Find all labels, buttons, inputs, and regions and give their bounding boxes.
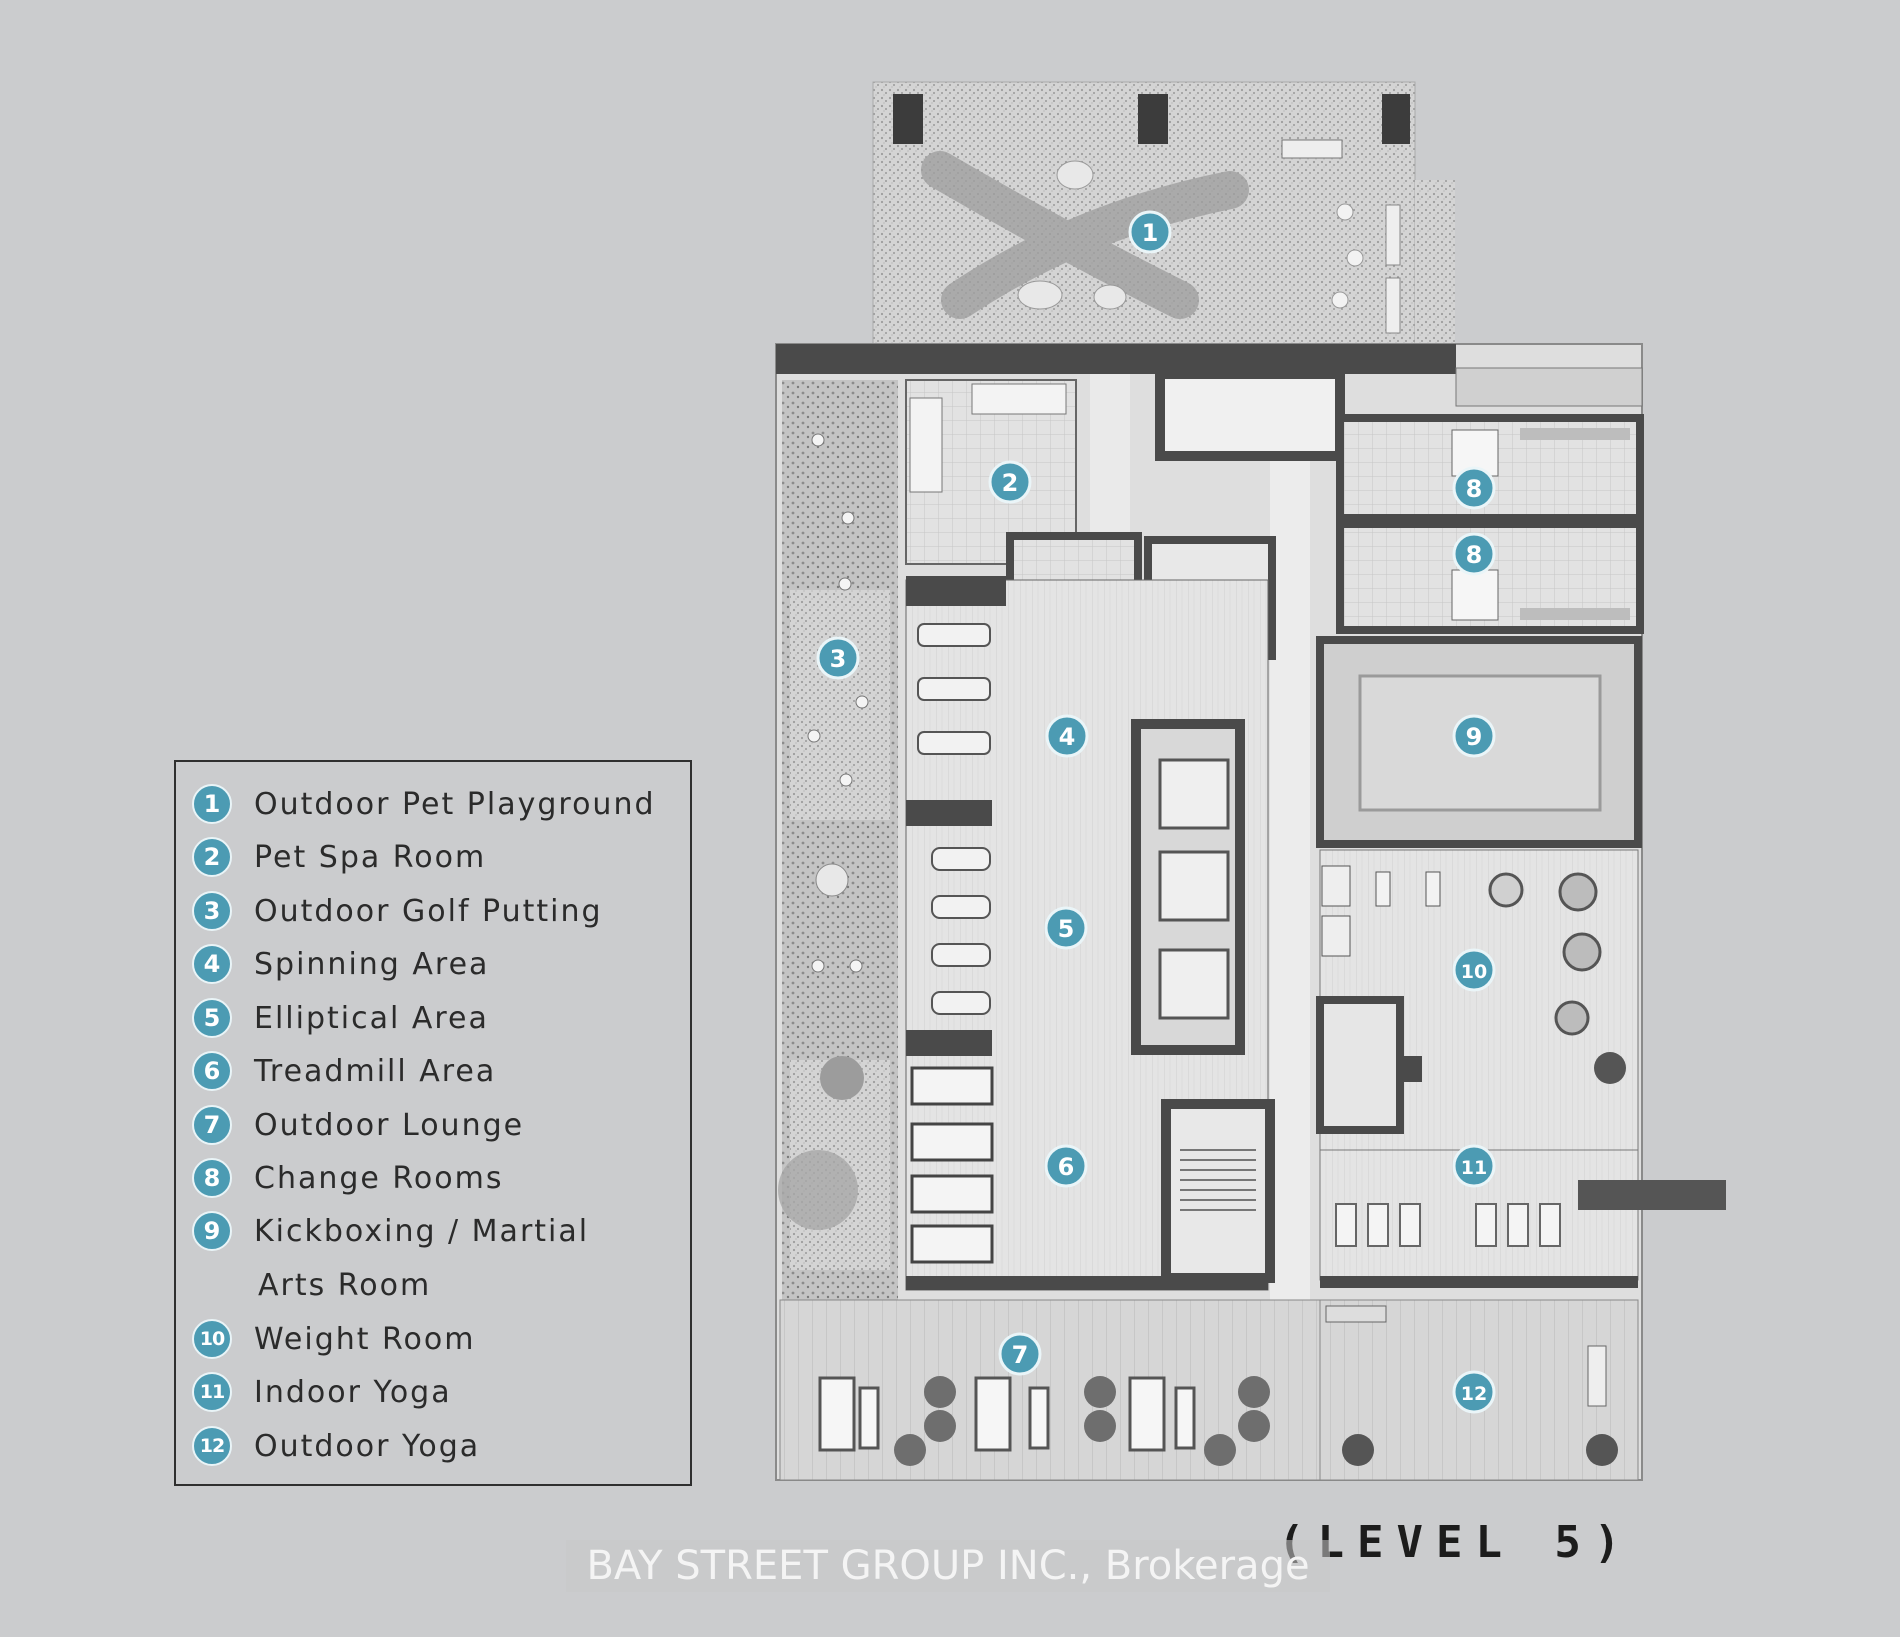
outdoor-pet-playground-area xyxy=(872,81,1455,345)
legend-item-outdoor-pet-playground: 1 Outdoor Pet Playground xyxy=(192,779,656,829)
legend-item-spinning-area: 4 Spinning Area xyxy=(192,939,489,989)
legend-label: Kickboxing / Martial xyxy=(254,1213,590,1249)
plan-marker-11-text: 11 xyxy=(1461,1157,1487,1179)
legend-label-continuation: Arts Room xyxy=(258,1267,432,1303)
legend-number-badge: 9 xyxy=(192,1211,232,1251)
legend-label: Pet Spa Room xyxy=(254,839,487,875)
plan-marker-5: 5 xyxy=(1044,906,1088,950)
plan-marker-2-text: 2 xyxy=(1002,469,1019,497)
brokerage-watermark: BAY STREET GROUP INC., Brokerage xyxy=(566,1540,1330,1592)
plan-marker-4: 4 xyxy=(1045,714,1089,758)
plan-marker-4-text: 4 xyxy=(1059,723,1076,751)
plan-marker-7-text: 7 xyxy=(1012,1341,1029,1369)
legend-item-kickboxing: 9 Kickboxing / Martial xyxy=(192,1206,589,1256)
legend-label: Weight Room xyxy=(254,1321,476,1357)
legend-number-badge: 5 xyxy=(192,998,232,1038)
plan-marker-8b-text: 8 xyxy=(1466,541,1483,569)
plan-marker-9: 9 xyxy=(1452,714,1496,758)
change-rooms xyxy=(1336,414,1644,634)
legend-number-badge: 8 xyxy=(192,1158,232,1198)
plan-marker-6: 6 xyxy=(1044,1144,1088,1188)
plan-marker-7: 7 xyxy=(998,1332,1042,1376)
legend-item-pet-spa-room: 2 Pet Spa Room xyxy=(192,832,486,882)
plan-marker-6-text: 6 xyxy=(1058,1153,1075,1181)
legend-item-weight-room: 10 Weight Room xyxy=(192,1314,475,1364)
legend-box: 1 Outdoor Pet Playground 2 Pet Spa Room … xyxy=(174,760,692,1486)
level-label: (LEVEL 5) xyxy=(1278,1517,1634,1568)
legend-number-badge: 10 xyxy=(192,1319,232,1359)
legend-number-badge: 4 xyxy=(192,944,232,984)
legend-label: Outdoor Lounge xyxy=(254,1107,525,1143)
legend-label: Treadmill Area xyxy=(254,1053,497,1089)
legend-number-badge: 2 xyxy=(192,837,232,877)
outdoor-golf-putting-area xyxy=(778,380,898,1300)
legend-item-treadmill-area: 6 Treadmill Area xyxy=(192,1046,496,1096)
legend-item-outdoor-lounge: 7 Outdoor Lounge xyxy=(192,1100,524,1150)
plan-marker-11: 11 xyxy=(1452,1144,1496,1188)
kickboxing-room xyxy=(1316,636,1642,848)
indoor-yoga-room xyxy=(1319,1149,1726,1288)
plan-marker-10: 10 xyxy=(1452,948,1496,992)
plan-marker-10-text: 10 xyxy=(1461,961,1487,983)
legend-item-elliptical-area: 5 Elliptical Area xyxy=(192,993,489,1043)
legend-label: Spinning Area xyxy=(254,946,490,982)
legend-item-outdoor-yoga: 12 Outdoor Yoga xyxy=(192,1421,480,1471)
spin-bikes xyxy=(917,623,991,755)
legend-label: Elliptical Area xyxy=(254,1000,489,1036)
plan-marker-3-text: 3 xyxy=(830,645,847,673)
legend-number-badge: 7 xyxy=(192,1105,232,1145)
plan-marker-1-text: 1 xyxy=(1142,219,1159,247)
legend-number-badge: 11 xyxy=(192,1372,232,1412)
outdoor-lounge xyxy=(779,1299,1321,1481)
legend-item-change-rooms: 8 Change Rooms xyxy=(192,1153,503,1203)
legend-item-outdoor-golf-putting: 3 Outdoor Golf Putting xyxy=(192,886,603,936)
legend-number-badge: 1 xyxy=(192,784,232,824)
weight-room xyxy=(1316,849,1639,1151)
legend-label: Outdoor Golf Putting xyxy=(254,893,603,929)
legend-label: Outdoor Yoga xyxy=(254,1428,481,1464)
plan-marker-5-text: 5 xyxy=(1058,915,1075,943)
legend-number-badge: 3 xyxy=(192,891,232,931)
plan-marker-9-text: 9 xyxy=(1466,723,1483,751)
legend-number-badge: 12 xyxy=(192,1426,232,1466)
plan-marker-8a: 8 xyxy=(1452,466,1496,510)
plan-marker-2: 2 xyxy=(988,460,1032,504)
legend-item-indoor-yoga: 11 Indoor Yoga xyxy=(192,1367,452,1417)
plan-marker-12: 12 xyxy=(1452,1370,1496,1414)
plan-marker-8a-text: 8 xyxy=(1466,475,1483,503)
legend-label: Indoor Yoga xyxy=(254,1374,452,1410)
legend-number-badge: 6 xyxy=(192,1051,232,1091)
plan-marker-3: 3 xyxy=(816,636,860,680)
ellipticals xyxy=(931,847,991,1015)
treadmills xyxy=(910,1066,994,1264)
plan-marker-1: 1 xyxy=(1128,210,1172,254)
legend-label: Change Rooms xyxy=(254,1160,504,1196)
plan-marker-8b: 8 xyxy=(1452,532,1496,576)
elevator-core xyxy=(1131,719,1275,1283)
plan-marker-12-text: 12 xyxy=(1461,1383,1487,1405)
legend-label: Outdoor Pet Playground xyxy=(254,786,656,822)
plan-markers: 1 2 3 4 5 6 7 8 8 9 10 11 12 xyxy=(816,210,1496,1414)
